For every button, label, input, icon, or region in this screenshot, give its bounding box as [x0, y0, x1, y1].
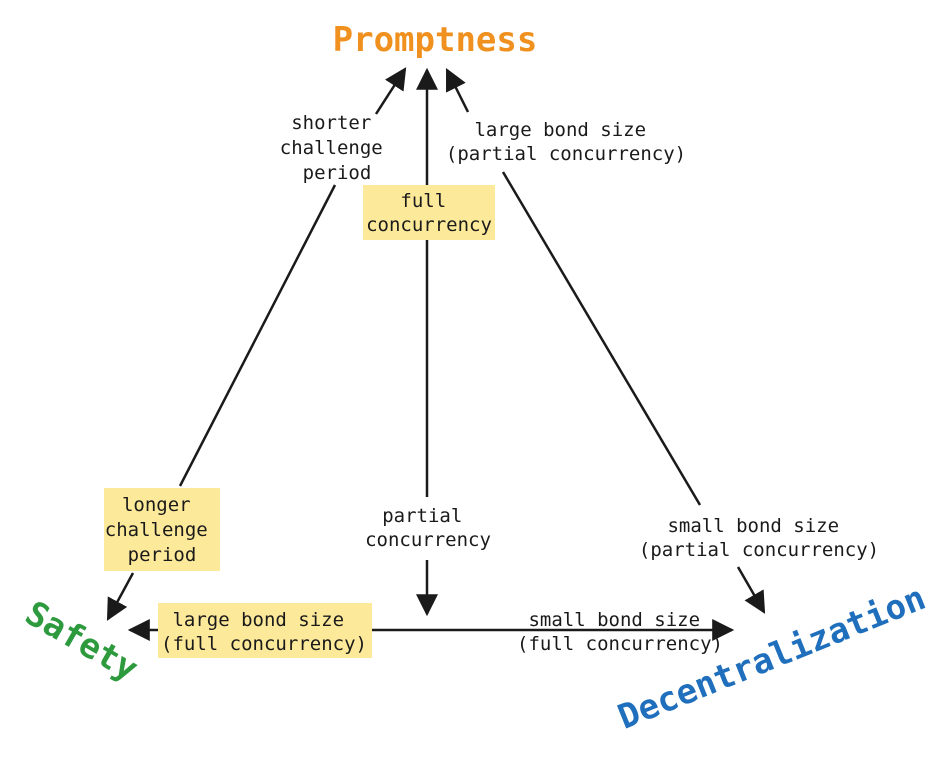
highlight-large-bond-full	[158, 603, 372, 658]
vertex-decentralization: Decentralization	[613, 578, 932, 738]
arrow-longer-to-safety	[106, 572, 135, 621]
arrow-large-bond-to-promptness	[445, 68, 470, 113]
vertex-safety: Safety	[18, 593, 144, 689]
label-partial-concurrency: partial concurrency	[365, 505, 491, 551]
arrow-right-side-line	[501, 171, 702, 506]
label-small-bond-partial: small bond size (partial concurrency)	[639, 515, 879, 561]
arrow-shorter-to-promptness	[374, 67, 407, 115]
highlight-full-concurrency	[363, 185, 495, 240]
highlight-longer-challenge	[104, 488, 220, 571]
label-small-bond-full: small bond size (full concurrency)	[517, 609, 723, 655]
label-longer-challenge-period: longer challenge period	[105, 494, 219, 566]
label-large-bond-full: large bond size (full concurrency)	[161, 609, 367, 655]
label-large-bond-partial: large bond size (partial concurrency)	[446, 119, 686, 165]
vertex-promptness: Promptness	[333, 20, 538, 60]
arrow-left-side-line	[178, 184, 337, 487]
label-shorter-challenge-period: shorter challenge period	[280, 112, 394, 184]
arrow-small-bond-to-decentralization	[736, 566, 766, 614]
label-full-concurrency: full concurrency	[366, 190, 492, 236]
